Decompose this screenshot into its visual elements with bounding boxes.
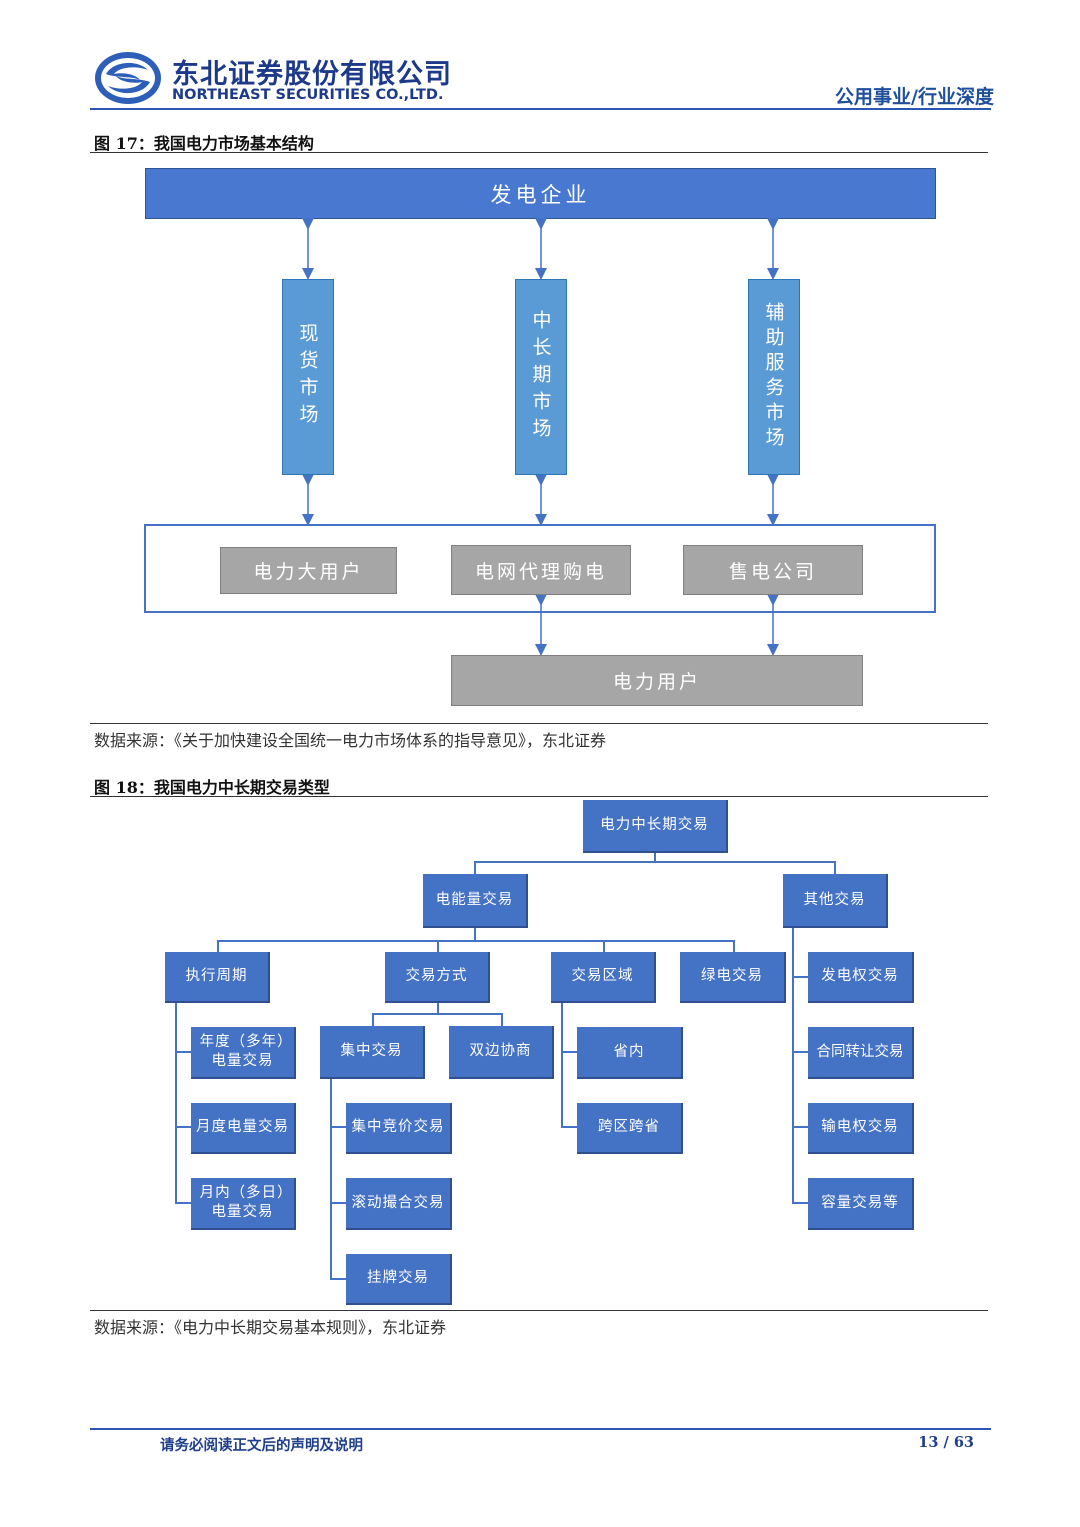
large-power-user-box: 电力大用户 <box>220 547 397 594</box>
generation-rights-node: 发电权交易 <box>808 952 914 1003</box>
trading-method-label: 交易方式 <box>405 968 468 984</box>
root-label: 电力中长期交易 <box>600 817 709 833</box>
rolling-matching-node: 滚动撮合交易 <box>346 1178 452 1230</box>
generation-rights-label: 发电权交易 <box>821 968 899 984</box>
grid-agent-purchase-box: 电网代理购电 <box>451 545 631 595</box>
centralized-bidding-node: 集中竞价交易 <box>346 1103 452 1154</box>
green-power-trading-label: 绿电交易 <box>701 968 763 984</box>
cross-region-node: 跨区跨省 <box>577 1103 683 1154</box>
centralized-trading-node: 集中交易 <box>320 1026 425 1079</box>
market-participants-frame <box>144 524 936 613</box>
monthly-trading-node: 月度电量交易 <box>191 1103 296 1154</box>
ancillary-service-market-label: 辅助服务市场 <box>762 302 785 452</box>
execution-cycle-node: 执行周期 <box>165 952 270 1003</box>
power-user-box: 电力用户 <box>451 655 863 706</box>
spot-market-label: 现货市场 <box>296 323 319 431</box>
figure-17-title: 图 17：我国电力市场基本结构 <box>94 134 314 153</box>
centralized-trading-label: 集中交易 <box>340 1043 403 1059</box>
listing-trading-label: 挂牌交易 <box>367 1270 429 1286</box>
figure-17-arrows <box>302 218 779 656</box>
contract-transfer-node: 合同转让交易 <box>808 1027 914 1079</box>
intra-month-trading-label: 月内（多日）电量交易 <box>199 1185 286 1220</box>
green-power-trading-node: 绿电交易 <box>680 952 786 1003</box>
bilateral-negotiation-node: 双边协商 <box>449 1026 554 1079</box>
power-generation-label: 发电企业 <box>490 182 591 207</box>
energy-trading-label: 电能量交易 <box>435 891 514 908</box>
report-category: 公用事业/行业深度 <box>835 86 994 108</box>
header-divider <box>90 108 991 110</box>
other-trading-label: 其他交易 <box>803 891 866 908</box>
centralized-bidding-label: 集中竞价交易 <box>351 1119 445 1135</box>
capacity-trading-node: 容量交易等 <box>808 1178 914 1230</box>
trading-method-node: 交易方式 <box>385 952 490 1003</box>
large-power-user-label: 电力大用户 <box>253 561 364 583</box>
other-trading-node: 其他交易 <box>783 874 888 928</box>
annual-trading-label: 年度（多年）电量交易 <box>199 1034 286 1069</box>
figure-17-top-rule <box>90 152 988 153</box>
spot-market-box: 现货市场 <box>282 279 334 475</box>
mid-long-term-market-label: 中长期市场 <box>529 309 552 445</box>
mid-long-term-trading-root: 电力中长期交易 <box>583 800 728 853</box>
figure-18-title: 图 18：我国电力中长期交易类型 <box>94 778 330 797</box>
ancillary-service-market-box: 辅助服务市场 <box>748 279 800 475</box>
figure-18-top-rule <box>90 796 988 797</box>
company-logo <box>92 50 164 106</box>
execution-cycle-label: 执行周期 <box>185 968 248 984</box>
page-number: 13 / 63 <box>918 1434 974 1451</box>
listing-trading-node: 挂牌交易 <box>346 1254 452 1305</box>
mid-long-term-market-box: 中长期市场 <box>515 279 567 475</box>
trading-region-node: 交易区域 <box>551 952 656 1003</box>
power-user-label: 电力用户 <box>612 671 701 693</box>
retail-company-label: 售电公司 <box>728 560 817 583</box>
bilateral-negotiation-label: 双边协商 <box>469 1043 532 1059</box>
figure-17-bottom-rule <box>90 723 988 724</box>
annual-trading-node: 年度（多年）电量交易 <box>191 1027 296 1079</box>
energy-trading-node: 电能量交易 <box>423 874 528 928</box>
figure-18-source: 数据来源：《电力中长期交易基本规则》，东北证券 <box>94 1318 447 1337</box>
intra-province-label: 省内 <box>613 1043 645 1060</box>
grid-agent-purchase-label: 电网代理购电 <box>474 560 607 583</box>
intra-province-node: 省内 <box>577 1027 683 1079</box>
power-generation-box: 发电企业 <box>145 168 936 219</box>
transmission-rights-label: 输电权交易 <box>821 1119 899 1135</box>
rolling-matching-label: 滚动撮合交易 <box>351 1194 445 1211</box>
transmission-rights-node: 输电权交易 <box>808 1103 914 1154</box>
footer-divider <box>90 1428 991 1430</box>
capacity-trading-label: 容量交易等 <box>821 1194 899 1211</box>
intra-month-trading-node: 月内（多日）电量交易 <box>191 1178 296 1230</box>
monthly-trading-label: 月度电量交易 <box>196 1119 289 1135</box>
trading-region-label: 交易区域 <box>571 968 634 984</box>
company-name-cn: 东北证券股份有限公司 <box>172 59 452 90</box>
figure-18-connectors <box>175 852 836 1280</box>
cross-region-label: 跨区跨省 <box>598 1119 660 1135</box>
retail-company-box: 售电公司 <box>683 545 863 595</box>
company-name-en: NORTHEAST SECURITIES CO.,LTD. <box>172 87 444 103</box>
contract-transfer-label: 合同转让交易 <box>816 1043 904 1060</box>
figure-17-source: 数据来源：《关于加快建设全国统一电力市场体系的指导意见》，东北证券 <box>94 731 607 750</box>
figure-18-bottom-rule <box>90 1310 988 1311</box>
disclaimer-note: 请务必阅读正文后的声明及说明 <box>160 1437 363 1454</box>
